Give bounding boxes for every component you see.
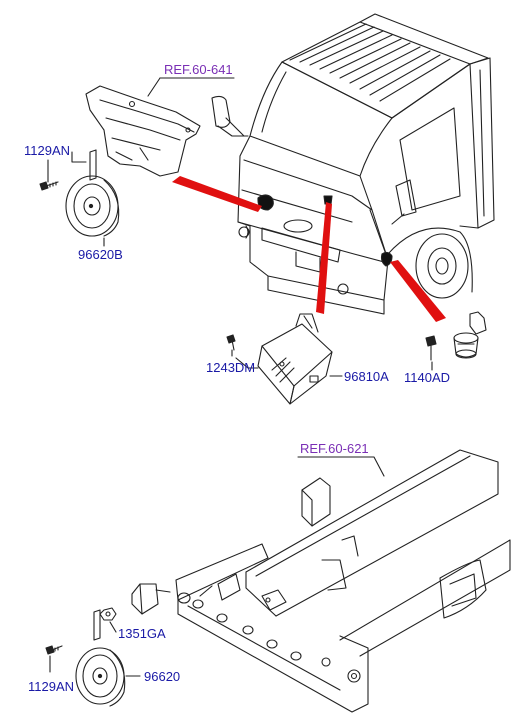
mounting-bracket-icon bbox=[85, 85, 201, 177]
horn-icon bbox=[65, 149, 120, 237]
part-label-1129an-bottom: 1129AN bbox=[28, 679, 75, 694]
nut-icon bbox=[99, 607, 117, 621]
part-label-96620b: 96620B bbox=[78, 247, 123, 262]
chassis-frame-icon bbox=[175, 449, 511, 713]
bolt-icon bbox=[39, 181, 59, 191]
highlight-stripes bbox=[172, 176, 446, 322]
ref-label-60-641: REF.60-641 bbox=[164, 62, 233, 77]
part-label-1140ad: 1140AD bbox=[404, 370, 451, 385]
bolt-icon bbox=[45, 645, 63, 673]
horn-icon bbox=[75, 609, 126, 707]
part-label-96810a: 96810A bbox=[344, 369, 389, 384]
leader-lines bbox=[109, 456, 385, 677]
part-label-96620: 96620 bbox=[144, 669, 181, 684]
part-label-1243dm: 1243DM bbox=[206, 360, 256, 375]
part-label-1351ga: 1351GA bbox=[118, 626, 166, 641]
leader-lines bbox=[47, 77, 433, 377]
screw-icon bbox=[226, 334, 236, 351]
mirror-icon bbox=[211, 95, 249, 137]
relay-icon bbox=[257, 313, 333, 405]
buzzer-icon bbox=[453, 311, 487, 359]
truck-cab-icon bbox=[237, 13, 495, 315]
horn-bracket-icon bbox=[131, 583, 171, 615]
part-label-1129an-top: 1129AN bbox=[24, 143, 71, 158]
ref-label-60-621: REF.60-621 bbox=[300, 441, 369, 456]
bolt-icon bbox=[425, 335, 437, 361]
